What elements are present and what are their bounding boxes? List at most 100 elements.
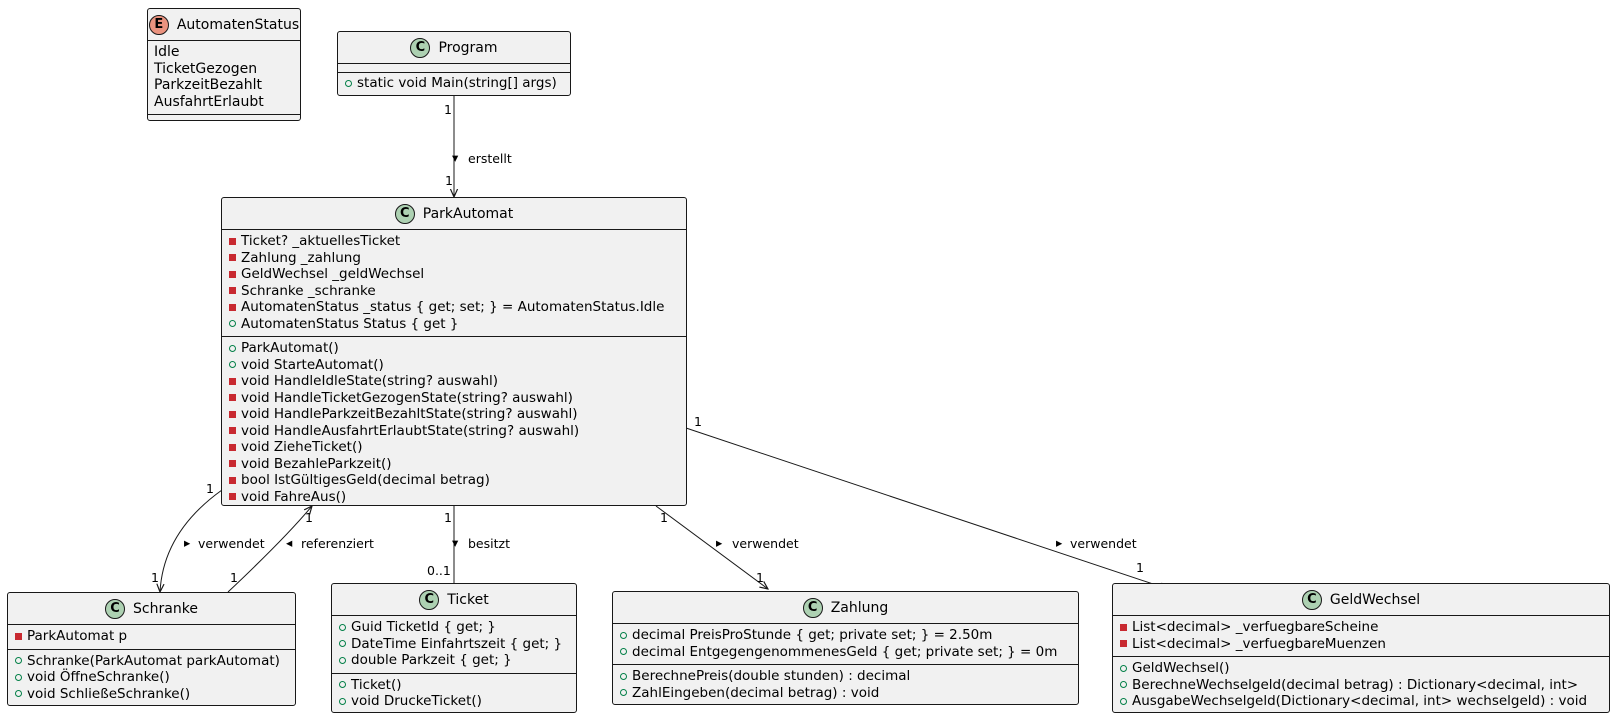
- relation-label: besitzt: [468, 536, 510, 551]
- class-badge-icon: C: [394, 203, 415, 224]
- method-row: void StarteAutomat(): [222, 357, 686, 374]
- public-icon: [620, 672, 627, 680]
- class-methods: static void Main(string[] args): [338, 73, 570, 96]
- method-text: GeldWechsel(): [1132, 660, 1230, 677]
- public-icon: [620, 648, 627, 656]
- method-text: void HandleTicketGezogenState(string? au…: [241, 389, 573, 406]
- multiplicity: 1: [1136, 560, 1144, 575]
- method-row: ZahlEingeben(decimal betrag) : void: [613, 685, 1078, 702]
- multiplicity: 1: [444, 102, 452, 117]
- public-icon: [15, 690, 22, 698]
- public-icon: [15, 673, 22, 681]
- method-row: ParkAutomat(): [222, 340, 686, 357]
- method-row: bool IstGültigesGeld(decimal betrag): [222, 472, 686, 489]
- multiplicity: 0..1: [427, 563, 451, 578]
- class-name: Program: [438, 39, 498, 56]
- method-row: void DruckeTicket(): [332, 693, 576, 710]
- edge-schranke-parkautomat: [227, 506, 312, 593]
- class-name: GeldWechsel: [1329, 591, 1421, 608]
- public-icon: [1120, 697, 1127, 705]
- private-icon: [229, 237, 236, 245]
- public-icon: [1120, 664, 1127, 672]
- field-text: double Parkzeit { get; }: [351, 652, 512, 669]
- public-icon: [229, 320, 236, 328]
- relation-arrow-icon: ▾: [452, 150, 459, 165]
- method-row: GeldWechsel(): [1113, 660, 1609, 677]
- edge-parkautomat-schranke: [160, 489, 223, 592]
- field-row: Guid TicketId { get; }: [332, 619, 576, 636]
- enum-value: Idle: [154, 44, 180, 61]
- field-text: decimal EntgegengenommenesGeld { get; pr…: [632, 643, 1058, 660]
- method-text: Ticket(): [351, 676, 402, 693]
- field-text: AutomatenStatus _status { get; set; } = …: [241, 299, 665, 316]
- field-row: AutomatenStatus _status { get; set; } = …: [222, 299, 686, 316]
- class-program: C Program static void Main(string[] args…: [337, 31, 571, 96]
- class-methods: Schranke(ParkAutomat parkAutomat) void Ö…: [8, 650, 295, 707]
- public-icon: [1120, 681, 1127, 689]
- method-text: void ZieheTicket(): [241, 439, 363, 456]
- public-icon: [339, 640, 346, 648]
- method-text: static void Main(string[] args): [357, 75, 557, 92]
- edge-parkautomat-geldwechsel: [685, 427, 1168, 589]
- method-text: void SchließeSchranke(): [27, 685, 191, 702]
- method-row: void BezahleParkzeit(): [222, 456, 686, 473]
- enum-badge-icon: E: [148, 14, 169, 35]
- field-row: List<decimal> _verfuegbareMuenzen: [1113, 636, 1609, 653]
- field-text: GeldWechsel _geldWechsel: [241, 266, 425, 283]
- field-row: List<decimal> _verfuegbareScheine: [1113, 619, 1609, 636]
- private-icon: [229, 254, 236, 262]
- enum-header: E AutomatenStatus: [148, 9, 300, 41]
- field-row: GeldWechsel _geldWechsel: [222, 266, 686, 283]
- public-icon: [339, 681, 346, 689]
- field-text: ParkAutomat p: [27, 628, 128, 645]
- class-zahlung: C Zahlung decimal PreisProStunde { get; …: [612, 591, 1079, 705]
- class-badge-icon: C: [105, 598, 126, 619]
- public-icon: [620, 631, 627, 639]
- class-methods: Ticket() void DruckeTicket(): [332, 674, 576, 714]
- class-header: C Zahlung: [613, 592, 1078, 624]
- method-text: ParkAutomat(): [241, 340, 339, 357]
- multiplicity: 1: [230, 570, 238, 585]
- relation-label: verwendet: [198, 536, 265, 551]
- class-fields: ParkAutomat p: [8, 625, 295, 650]
- class-schranke: C Schranke ParkAutomat p Schranke(ParkAu…: [7, 592, 296, 706]
- method-text: void HandleAusfahrtErlaubtState(string? …: [241, 422, 580, 439]
- method-text: Schranke(ParkAutomat parkAutomat): [27, 652, 280, 669]
- class-name: Zahlung: [830, 599, 889, 616]
- field-row: decimal EntgegengenommenesGeld { get; pr…: [613, 644, 1078, 661]
- class-badge-icon: C: [1301, 589, 1322, 610]
- field-row: Schranke _schranke: [222, 283, 686, 300]
- enum-value: ParkzeitBezahlt: [154, 77, 262, 94]
- multiplicity: 1: [445, 173, 453, 188]
- class-fields: Ticket? _aktuellesTicket Zahlung _zahlun…: [222, 230, 686, 337]
- enum-name: AutomatenStatus: [176, 16, 300, 33]
- field-row: Ticket? _aktuellesTicket: [222, 233, 686, 250]
- relation-arrow-icon: ◂: [286, 535, 293, 550]
- class-fields: Guid TicketId { get; } DateTime Einfahrt…: [332, 616, 576, 674]
- method-text: void BezahleParkzeit(): [241, 455, 392, 472]
- private-icon: [229, 427, 236, 435]
- class-header: C ParkAutomat: [222, 198, 686, 230]
- private-icon: [229, 303, 236, 311]
- method-text: bool IstGültigesGeld(decimal betrag): [241, 472, 490, 489]
- field-row: AutomatenStatus Status { get }: [222, 316, 686, 333]
- class-header: C Program: [338, 32, 570, 64]
- multiplicity: 1: [206, 481, 214, 496]
- class-header: C GeldWechsel: [1113, 584, 1609, 616]
- field-text: Ticket? _aktuellesTicket: [241, 233, 401, 250]
- field-row: decimal PreisProStunde { get; private se…: [613, 627, 1078, 644]
- public-icon: [339, 656, 346, 664]
- relation-arrow-icon: ▸: [716, 535, 723, 550]
- method-text: void FahreAus(): [241, 488, 347, 505]
- class-fields: [338, 64, 570, 73]
- edge-parkautomat-zahlung: [655, 505, 768, 589]
- method-row: AusgabeWechselgeld(Dictionary<decimal, i…: [1113, 693, 1609, 710]
- enum-values: Idle TicketGezogen ParkzeitBezahlt Ausfa…: [148, 41, 300, 115]
- multiplicity: 1: [151, 570, 159, 585]
- public-icon: [15, 657, 22, 665]
- private-icon: [229, 493, 236, 501]
- class-parkautomat: C ParkAutomat Ticket? _aktuellesTicket Z…: [221, 197, 687, 506]
- class-header: C Schranke: [8, 593, 295, 625]
- field-row: ParkAutomat p: [8, 628, 295, 645]
